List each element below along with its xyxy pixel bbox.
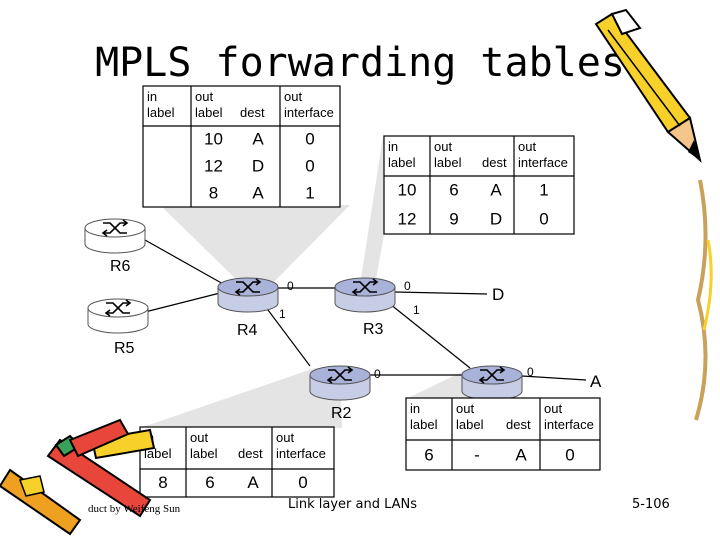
link-r3-d (394, 291, 488, 295)
table-cell: 12 (398, 210, 417, 229)
router-r2 (309, 365, 371, 401)
table-cell: - (474, 445, 480, 464)
port-label: 1 (413, 303, 420, 317)
link-r5-r4 (144, 292, 221, 313)
router-cross-icon (326, 366, 354, 384)
forwarding-table-r2: inlabeloutlabeldestoutinterface86A0 (139, 426, 335, 498)
router-label-r4: R4 (237, 322, 258, 339)
table-cell: A (247, 473, 259, 492)
router-cross-icon (478, 366, 506, 384)
footer-center: Link layer and LANs (288, 497, 418, 512)
table-cell: 0 (565, 445, 574, 464)
table-cell: 10 (204, 129, 223, 148)
router-r6 (84, 218, 146, 254)
table-cell: 8 (158, 473, 167, 492)
router-label-r3: R3 (363, 321, 384, 338)
router-r3 (334, 277, 396, 313)
destination-a: A (590, 372, 602, 391)
port-label: 1 (279, 307, 286, 321)
pencil-clipart-bottom-left (0, 418, 156, 536)
port-label: 0 (404, 279, 411, 293)
port-label: 0 (374, 367, 381, 381)
callout-shadow-r4 (160, 205, 350, 288)
table-cell: D (252, 156, 264, 175)
table-cell: 0 (298, 473, 307, 492)
table-header-cell: dest (506, 417, 531, 432)
table-cell: 9 (449, 210, 458, 229)
router-label-r6: R6 (110, 258, 131, 275)
network-links (144, 239, 587, 381)
footer-left: duct by Weifeng Sun (88, 503, 181, 515)
table-cell: 6 (449, 181, 458, 200)
footer-right: 5-106 (632, 497, 670, 512)
router-cross-icon (101, 219, 129, 237)
slide-title: MPLS forwarding tables (95, 40, 625, 86)
link-r3-r1 (384, 299, 471, 369)
router-label-r2: R2 (331, 405, 352, 422)
router-cross-icon (234, 278, 262, 296)
table-cell: A (252, 129, 264, 148)
table-cell: 8 (209, 183, 218, 202)
port-label: 0 (287, 279, 294, 293)
router-r1 (461, 365, 523, 401)
table-cell: 12 (204, 156, 223, 175)
table-cell: A (490, 181, 502, 200)
table-cell: 0 (305, 156, 314, 175)
table-cell: 10 (398, 181, 417, 200)
link-r6-r4 (144, 239, 226, 286)
table-header-cell: dest (238, 446, 263, 461)
table-header-cell: dest (240, 105, 265, 120)
router-labels: R6 R5 R4 R3 R2 (110, 258, 384, 422)
callout-shadow-r3 (360, 130, 384, 285)
table-cell: 1 (305, 183, 314, 202)
table-cell: D (490, 210, 502, 229)
link-r4-r2 (261, 301, 311, 367)
router-r5 (87, 298, 149, 334)
table-cell: 6 (424, 445, 433, 464)
router-cross-icon (351, 278, 379, 296)
routers (84, 218, 523, 401)
table-cell: A (515, 445, 527, 464)
port-label: 0 (527, 365, 534, 379)
port-labels: 0 1 0 1 0 0 (279, 279, 534, 381)
table-cell: 6 (205, 473, 214, 492)
table-cell: 1 (539, 181, 548, 200)
destination-d: D (492, 285, 504, 304)
link-r1-a (521, 375, 587, 381)
callout-shadow-r2 (140, 368, 342, 428)
router-r4 (217, 277, 279, 313)
pencil-clipart-top-right (594, 8, 713, 421)
table-cell: 0 (539, 210, 548, 229)
table-cell: A (252, 183, 264, 202)
callout-shadows (140, 130, 482, 428)
router-cross-icon (104, 299, 132, 317)
table-header-cell: dest (482, 155, 507, 170)
table-cell: 0 (305, 129, 314, 148)
router-label-r5: R5 (114, 340, 135, 357)
